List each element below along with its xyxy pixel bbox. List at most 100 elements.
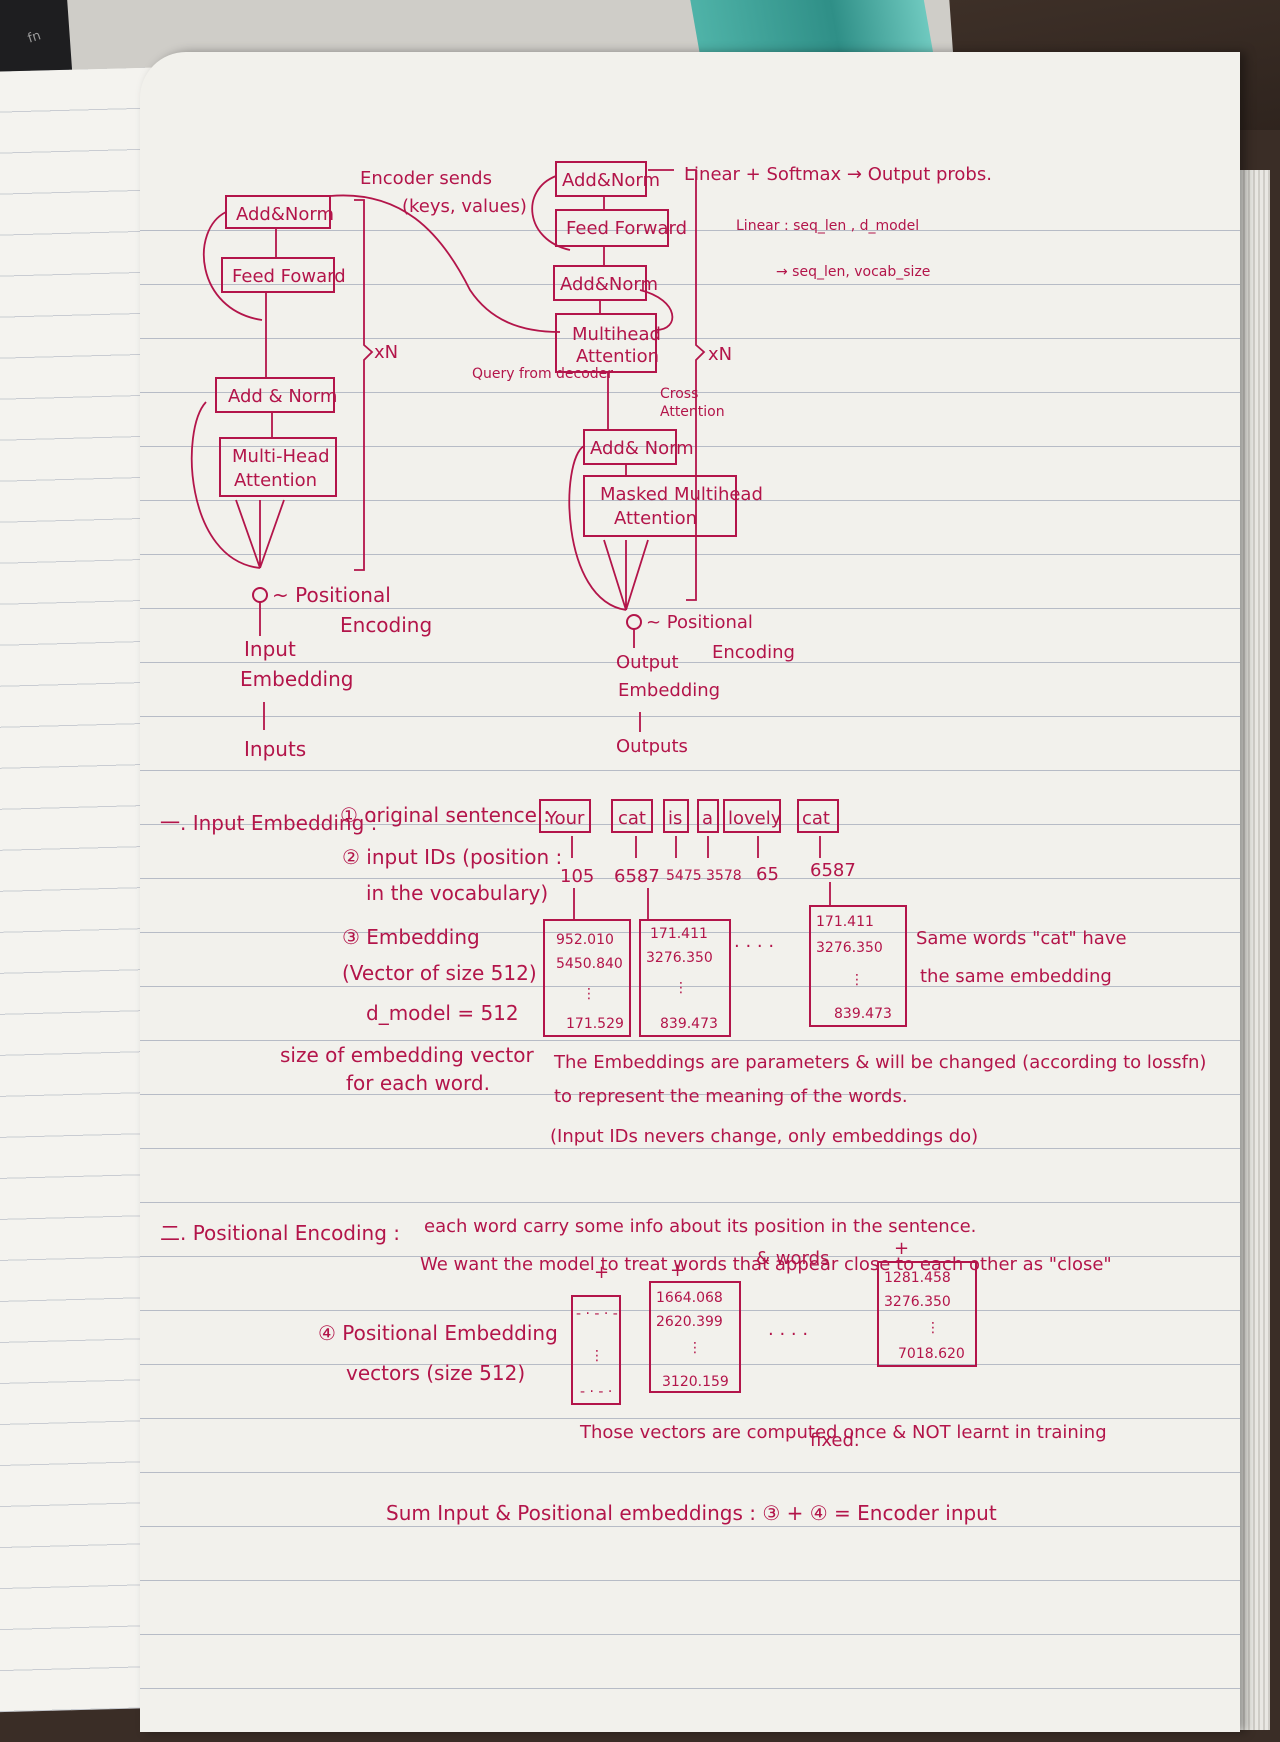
section-positional-encoding: 二. Positional Encoding : each word carry… bbox=[160, 1216, 1112, 1525]
word-3: is bbox=[668, 808, 682, 829]
encoder-sends-line2: (keys, values) bbox=[402, 196, 527, 217]
positional-vector-1-box bbox=[571, 1295, 621, 1405]
decoder-positional-line2: Encoding bbox=[712, 642, 795, 663]
decoder-output-embedding-line1: Output bbox=[616, 652, 679, 673]
positional-vector-2-value: 2620.399 bbox=[656, 1314, 723, 1330]
embedding-vector-1-value: ⋮ bbox=[582, 986, 596, 1002]
embedding-vector-2-value: 171.411 bbox=[650, 926, 708, 942]
positional-vector-2-value: ⋮ bbox=[688, 1340, 702, 1356]
encoder-multi-head-line1: Multi-Head bbox=[232, 446, 330, 467]
section2-step4-line2: vectors (size 512) bbox=[346, 1361, 525, 1385]
id-6: 6587 bbox=[810, 860, 856, 881]
decoder-masked-line1: Masked Multihead bbox=[600, 484, 763, 505]
cross-attention-line1: Cross bbox=[660, 386, 698, 402]
word-5: lovely bbox=[728, 808, 782, 829]
notebook-page bbox=[140, 52, 1240, 1742]
decoder-feed-forward-box bbox=[555, 209, 669, 247]
computed-note: Those vectors are computed once & NOT le… bbox=[579, 1422, 1107, 1443]
section-input-embedding: 一. Input Embedding : ① original sentence… bbox=[160, 799, 1206, 1147]
decoder-multihead-line2: Attention bbox=[576, 346, 659, 367]
same-words-note-line2: the same embedding bbox=[920, 966, 1112, 987]
plus-sign: + bbox=[894, 1238, 909, 1259]
section2-words-label: & words bbox=[756, 1248, 829, 1269]
section2-heading: 二. Positional Encoding : bbox=[160, 1221, 400, 1245]
fixed-note: fixed. bbox=[810, 1430, 860, 1451]
decoder-residual-arrow-2 bbox=[639, 289, 674, 331]
positional-vector-3-value: 7018.620 bbox=[898, 1346, 965, 1362]
section1-step2-line2: in the vocabulary) bbox=[366, 881, 548, 905]
decoder-brace bbox=[686, 169, 706, 601]
encoder-residual-arrow-2 bbox=[190, 401, 261, 569]
encoder-add-norm-mid: Add & Norm bbox=[228, 386, 337, 407]
word-box-3 bbox=[663, 799, 689, 833]
section1-dmodel: d_model = 512 bbox=[366, 1001, 519, 1025]
query-from-decoder: Query from decoder bbox=[472, 366, 613, 382]
linear-shape-line1: Linear : seq_len , d_model bbox=[736, 218, 919, 234]
decoder-multihead-line1: Multihead bbox=[572, 324, 661, 345]
embedding-vector-1-value: 952.010 bbox=[556, 932, 614, 948]
embedding-vector-3-box bbox=[809, 905, 907, 1027]
embedding-vector-2-value: 839.473 bbox=[660, 1016, 718, 1032]
encoder-inputs: Inputs bbox=[244, 737, 306, 761]
encoder-brace bbox=[354, 199, 374, 571]
section2-line1: each word carry some info about its posi… bbox=[424, 1216, 976, 1237]
linear-shape-line2: → seq_len, vocab_size bbox=[776, 264, 930, 280]
encoder-block: Add&Norm Feed Foward Add & Norm Multi-He… bbox=[190, 195, 432, 761]
word-2: cat bbox=[618, 808, 646, 829]
section1-dmodel-note-line1: size of embedding vector bbox=[280, 1043, 534, 1067]
positional-ellipsis: · · · · bbox=[768, 1324, 808, 1345]
sum-note: Sum Input & Positional embeddings : ③ + … bbox=[386, 1501, 997, 1525]
encoder-input-embedding-line1: Input bbox=[244, 637, 296, 661]
embedding-vector-2-box bbox=[639, 919, 731, 1037]
id-5: 65 bbox=[756, 864, 779, 885]
embeddings-note-line1: The Embeddings are parameters & will be … bbox=[553, 1052, 1206, 1073]
id-3: 5475 bbox=[666, 868, 702, 884]
embedding-vector-3-value: 3276.350 bbox=[816, 940, 883, 956]
section1-dmodel-note-line2: for each word. bbox=[346, 1071, 490, 1095]
decoder-add-norm-2: Add&Norm bbox=[560, 274, 658, 295]
positional-vector-2-value: 3120.159 bbox=[662, 1374, 729, 1390]
section2-step4-line1: ④ Positional Embedding bbox=[318, 1321, 558, 1345]
linear-softmax-label: Linear + Softmax → Output probs. bbox=[684, 164, 992, 185]
id-4: 3578 bbox=[706, 868, 742, 884]
word-box-4 bbox=[697, 799, 719, 833]
plus-sign: + bbox=[594, 1262, 609, 1283]
encoder-feed-forward-box bbox=[221, 257, 335, 293]
embedding-vector-1-value: 5450.840 bbox=[556, 956, 623, 972]
word-box-1 bbox=[539, 799, 591, 833]
section2-line2: We want the model to treat words that ap… bbox=[420, 1254, 1112, 1275]
id-2: 6587 bbox=[614, 866, 660, 887]
positional-vector-3-value: ⋮ bbox=[926, 1320, 940, 1336]
section1-heading: 一. Input Embedding : bbox=[160, 811, 377, 835]
positional-vector-3-value: 3276.350 bbox=[884, 1294, 951, 1310]
embedding-vector-1-value: 171.529 bbox=[566, 1016, 624, 1032]
embeddings-note-line2: to represent the meaning of the words. bbox=[554, 1086, 908, 1107]
positional-vector-2-value: 1664.068 bbox=[656, 1290, 723, 1306]
encoder-sends-line1: Encoder sends bbox=[360, 168, 492, 189]
embedding-vector-1-box bbox=[543, 919, 631, 1037]
positional-vector-2-box bbox=[649, 1281, 741, 1393]
handwritten-notes: Add&Norm Feed Foward Add & Norm Multi-He… bbox=[160, 161, 1206, 1525]
positional-vector-1-value: - · - · - bbox=[576, 1306, 618, 1322]
decoder-add-norm-top-box bbox=[555, 161, 647, 197]
encoder-feed-forward: Feed Foward bbox=[232, 266, 346, 287]
embedding-vector-2-value: ⋮ bbox=[674, 980, 688, 996]
decoder-output-embedding-line2: Embedding bbox=[618, 680, 720, 701]
word-1: Your bbox=[545, 808, 585, 829]
section1-step2-line1: ② input IDs (position : bbox=[342, 845, 562, 869]
embedding-ellipsis: · · · · bbox=[734, 936, 774, 957]
ruled-lines bbox=[140, 182, 1240, 1742]
embeddings-note-line3: (Input IDs nevers change, only embedding… bbox=[550, 1126, 978, 1147]
id-to-embedding-arrows bbox=[573, 882, 831, 920]
word-box-5 bbox=[723, 799, 781, 833]
decoder-feed-forward: Feed Forward bbox=[566, 218, 687, 239]
embedding-vector-2-value: 3276.350 bbox=[646, 950, 713, 966]
encoder-residual-arrow bbox=[203, 211, 263, 321]
positional-vector-3-value: 1281.458 bbox=[884, 1270, 951, 1286]
decoder-qkv-arrows bbox=[603, 539, 649, 611]
decoder-plus-circle bbox=[626, 614, 642, 630]
positional-vector-3-box bbox=[877, 1261, 977, 1367]
decoder-outputs: Outputs bbox=[616, 736, 688, 757]
section1-step3-line2: (Vector of size 512) bbox=[342, 961, 537, 985]
id-1: 105 bbox=[560, 866, 594, 887]
